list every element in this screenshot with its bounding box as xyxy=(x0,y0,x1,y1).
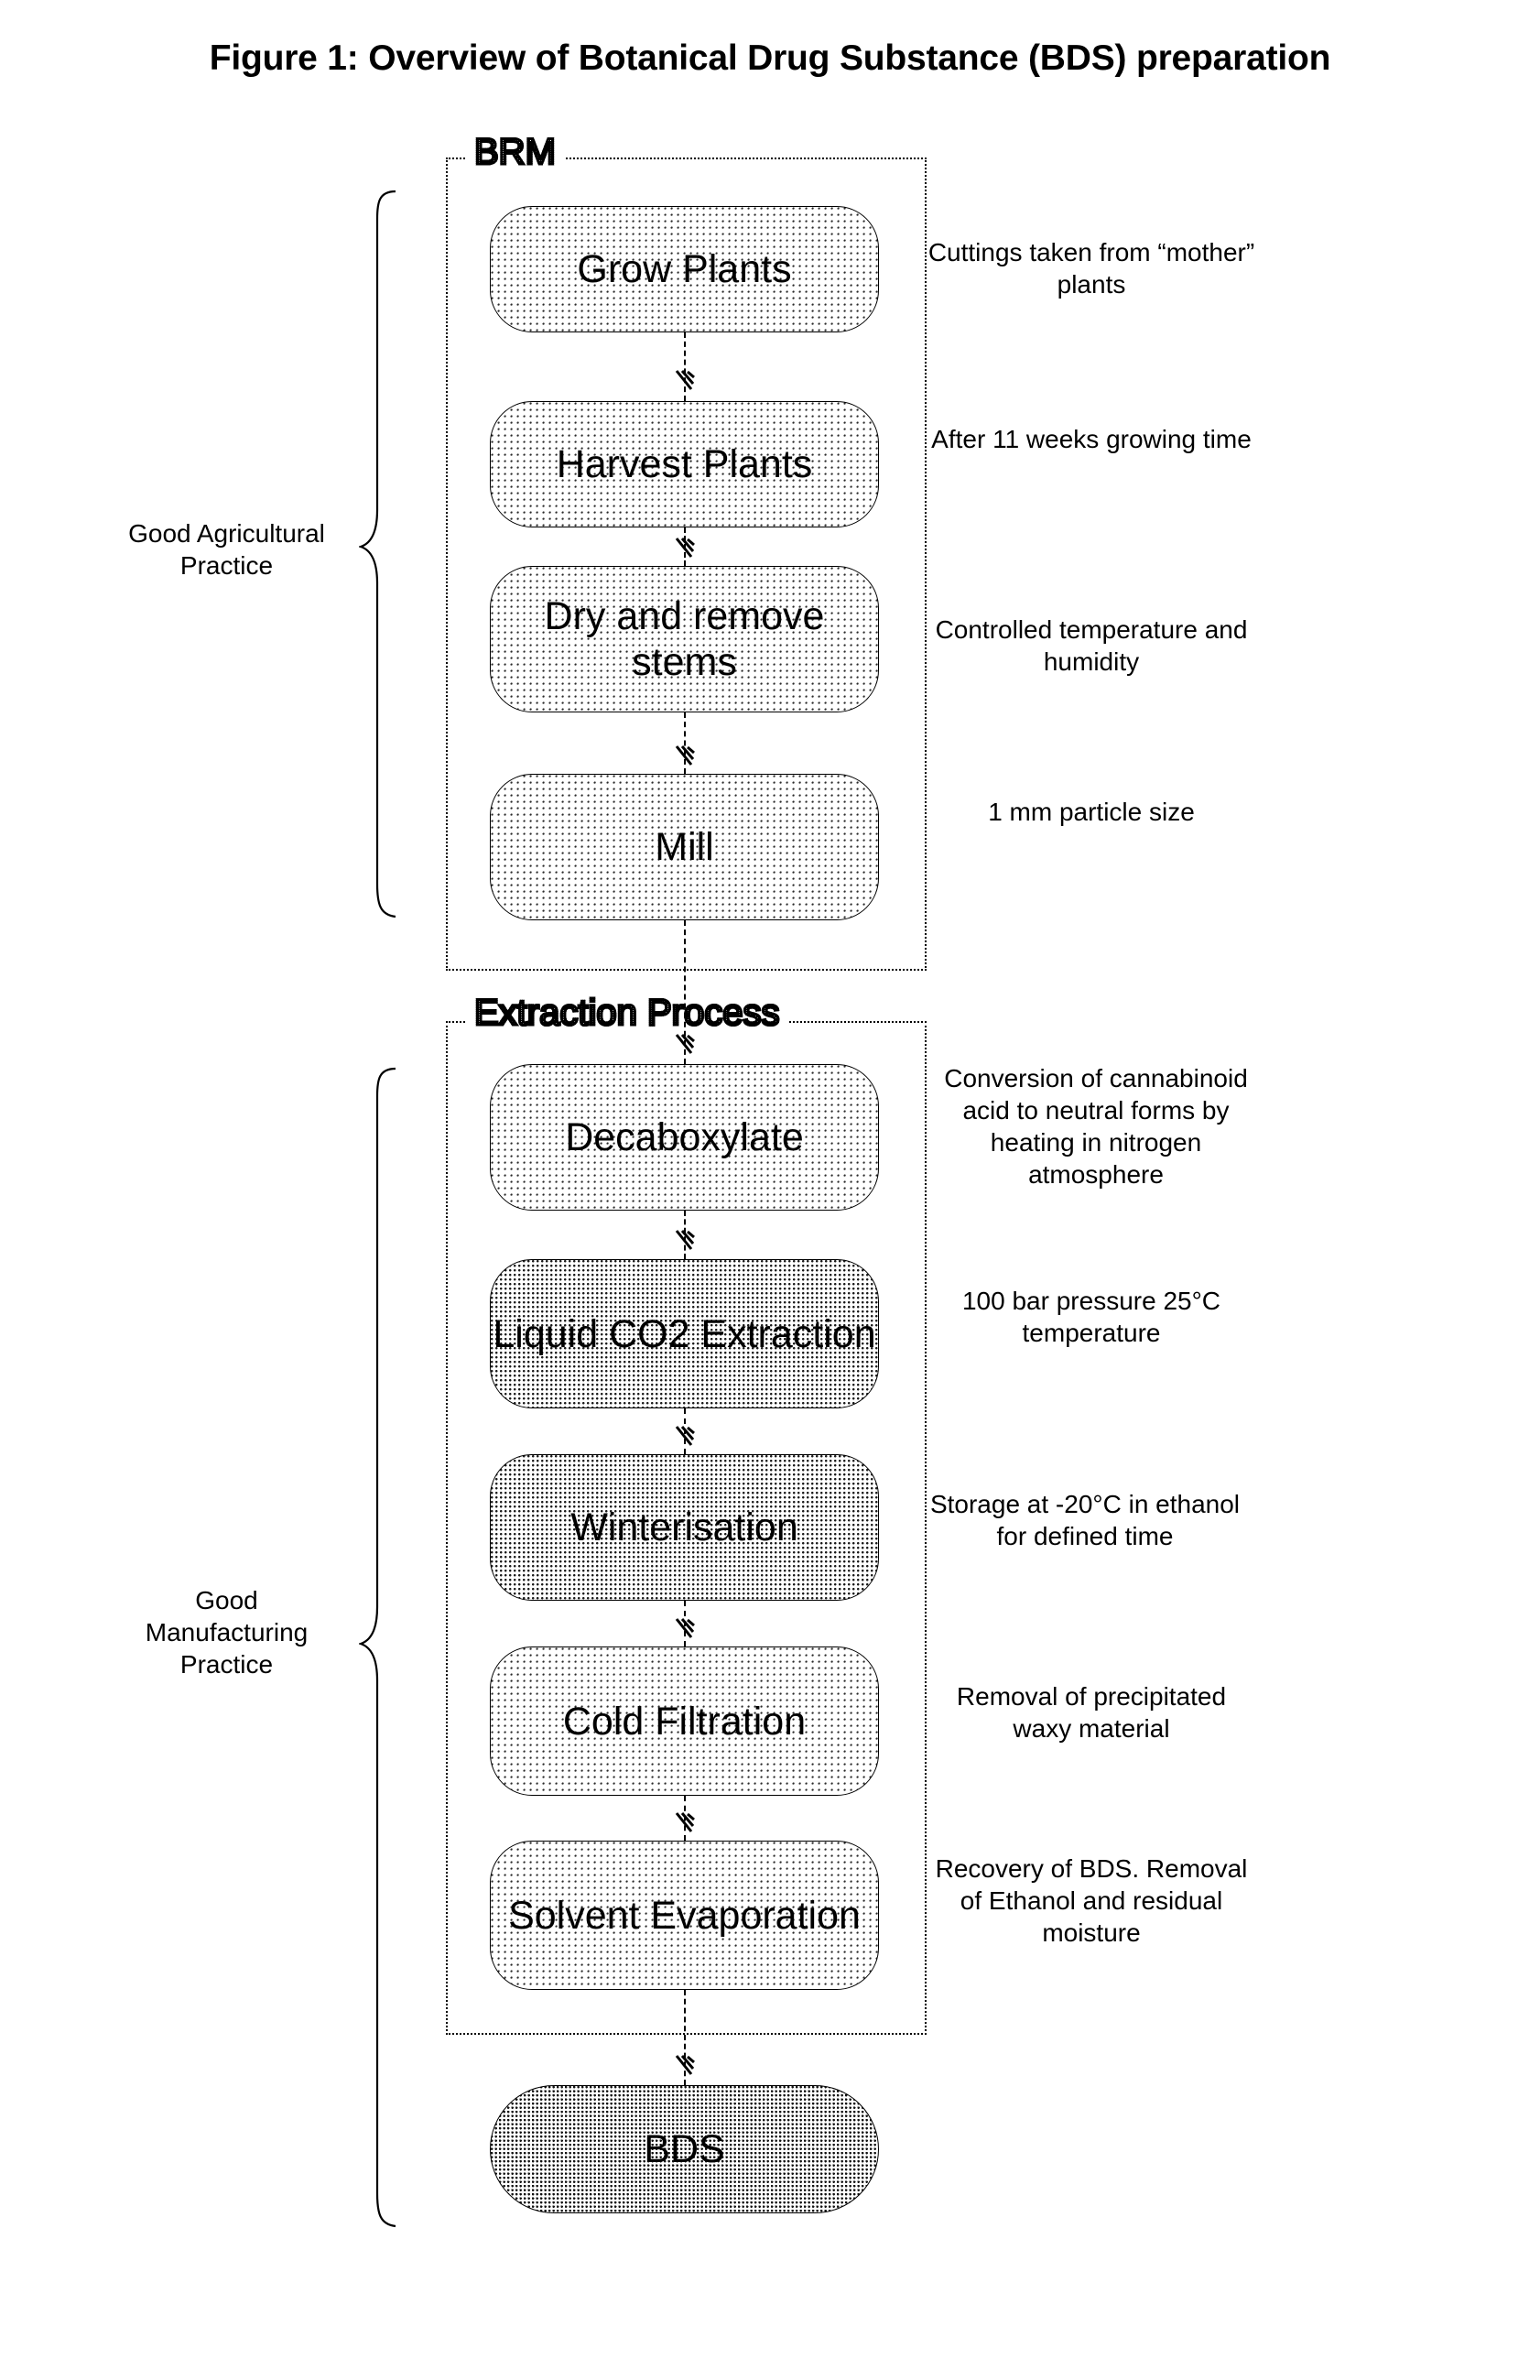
brace-good-agricultural-practice xyxy=(359,188,399,920)
arrow-icon xyxy=(675,538,695,558)
brace-good-manufacturing-practice xyxy=(359,1065,399,2230)
annotation-decaboxylate: Conversion of cannabinoid acid to neutra… xyxy=(944,1064,1248,1189)
node-dry-remove-stems[interactable]: Dry and remove stems xyxy=(490,566,879,712)
annotation-harvest-plants: After 11 weeks growing time xyxy=(931,425,1252,453)
node-label: Cold Filtration xyxy=(562,1699,807,1744)
node-grow-plants[interactable]: Grow Plants xyxy=(490,206,879,332)
arrow-icon xyxy=(675,370,695,390)
arrow-icon xyxy=(675,745,695,766)
node-label: Harvest Plants xyxy=(556,442,813,486)
node-label: Solvent Evaporation xyxy=(508,1893,861,1938)
group-label-brm-text: BRM xyxy=(473,132,558,173)
node-harvest-plants[interactable]: Harvest Plants xyxy=(490,401,879,527)
annotation-mill: 1 mm particle size xyxy=(988,798,1195,826)
node-label: Grow Plants xyxy=(577,247,792,291)
arrow-icon xyxy=(675,1034,695,1054)
brace-label-line: Manufacturing xyxy=(145,1618,309,1646)
arrow-icon xyxy=(675,1230,695,1250)
node-decaboxylate[interactable]: Decaboxylate xyxy=(490,1064,879,1211)
annotation-dry-remove-stems: Controlled temperature and humidity xyxy=(935,615,1248,676)
node-label: Decaboxylate xyxy=(565,1115,804,1159)
connector-grow-to-harvest xyxy=(684,332,686,401)
annotation-cold-filtration: Removal of precipitated waxy material xyxy=(956,1682,1227,1743)
node-bds[interactable]: BDS xyxy=(490,2085,879,2213)
node-liquid-co2-extraction[interactable]: Liquid CO2 Extraction xyxy=(490,1259,879,1408)
group-label-extraction-text: Extraction Process xyxy=(472,993,780,1034)
node-label: Mill xyxy=(655,825,714,869)
annotation-grow-plants: Cuttings taken from “mother” plants xyxy=(927,238,1255,299)
node-label: Winterisation xyxy=(570,1505,798,1549)
arrow-icon xyxy=(675,1426,695,1446)
arrow-icon xyxy=(675,2055,695,2075)
brace-label-line: Practice xyxy=(179,1650,274,1679)
annotation-liquid-co2-extraction: 100 bar pressure 25°C temperature xyxy=(961,1287,1221,1347)
node-winterisation[interactable]: Winterisation xyxy=(490,1454,879,1601)
connector-dry-to-mill xyxy=(684,712,686,774)
connector-mill-to-decaboxylate xyxy=(684,920,686,1064)
brace-label-line: Good xyxy=(195,1586,258,1614)
brace-label-line: Good Agricultural xyxy=(128,519,325,548)
annotation-solvent-evaporation: Recovery of BDS. Removal of Ethanol and … xyxy=(935,1854,1248,1947)
node-label: Liquid CO2 Extraction xyxy=(493,1311,876,1356)
group-label-brm: BRM xyxy=(465,132,565,173)
brace-label-good-agricultural-practice: Good Agricultural Practice xyxy=(101,517,352,581)
brace-label-line: Practice xyxy=(179,551,274,580)
node-cold-filtration[interactable]: Cold Filtration xyxy=(490,1646,879,1796)
node-label: Dry and remove stems xyxy=(544,594,825,684)
group-container-brm xyxy=(446,158,927,971)
arrow-icon xyxy=(675,1812,695,1832)
node-label: BDS xyxy=(644,2127,725,2171)
annotation-winterisation: Storage at -20°C in ethanol for defined … xyxy=(929,1490,1241,1550)
arrow-icon xyxy=(675,1618,695,1638)
node-solvent-evaporation[interactable]: Solvent Evaporation xyxy=(490,1841,879,1990)
node-mill[interactable]: Mill xyxy=(490,774,879,920)
brace-label-good-manufacturing-practice: Good Manufacturing Practice xyxy=(101,1584,352,1680)
page-title: Figure 1: Overview of Botanical Drug Sub… xyxy=(209,38,1331,78)
group-label-extraction: Extraction Process xyxy=(465,993,789,1034)
connector-solvent-evaporation-to-bds xyxy=(684,1990,686,2085)
